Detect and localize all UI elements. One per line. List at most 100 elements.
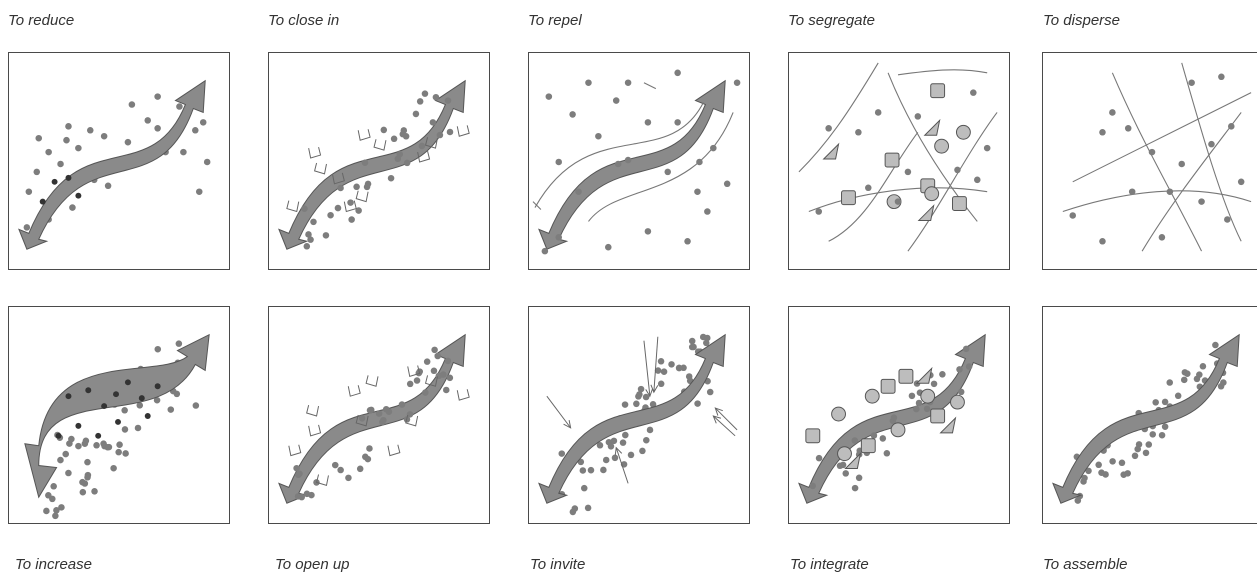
dot	[1224, 216, 1231, 223]
dot	[883, 449, 891, 457]
dot	[642, 393, 650, 401]
dot	[167, 406, 175, 413]
dot	[63, 136, 70, 144]
dot	[1174, 392, 1182, 400]
dot	[1220, 379, 1227, 386]
dot	[134, 424, 142, 432]
dot	[79, 488, 87, 496]
dot	[610, 437, 618, 445]
dot	[904, 168, 912, 176]
enclosure-bracket	[314, 162, 327, 175]
dot	[1074, 497, 1082, 504]
dot	[85, 387, 92, 394]
dot	[387, 174, 395, 182]
panel-disperse	[1042, 52, 1257, 270]
dot	[956, 366, 963, 373]
dot	[294, 493, 302, 500]
dot	[303, 242, 311, 250]
dot	[192, 402, 200, 409]
dot	[154, 345, 162, 353]
dot	[685, 373, 693, 380]
dot	[364, 455, 372, 463]
dot	[694, 188, 701, 195]
panel-invite	[528, 306, 750, 524]
invite-arrowhead	[714, 407, 723, 416]
dot	[398, 401, 406, 408]
dot	[1180, 376, 1188, 384]
dot	[173, 390, 181, 398]
dot	[1193, 375, 1201, 383]
dot	[308, 491, 315, 499]
dot	[1178, 160, 1186, 168]
dot	[851, 437, 859, 444]
dot	[412, 110, 420, 118]
dot	[58, 504, 65, 511]
dot	[649, 401, 657, 408]
dot	[307, 236, 314, 243]
circle-shape	[837, 446, 852, 462]
dot	[1128, 188, 1136, 195]
dot	[68, 435, 75, 443]
dot	[416, 98, 424, 105]
circle-shape	[950, 394, 965, 410]
dot	[361, 159, 369, 167]
edge-line	[1062, 190, 1252, 213]
dot	[983, 144, 991, 152]
dot	[293, 464, 300, 472]
dot	[914, 113, 922, 120]
dot	[646, 426, 654, 434]
dot	[296, 470, 303, 478]
dot	[825, 125, 832, 132]
dot	[654, 367, 662, 374]
dot	[62, 450, 69, 458]
enclosure-bracket	[424, 137, 438, 149]
invite-arrow	[653, 336, 659, 393]
panel-segregate	[788, 52, 1010, 270]
dot	[180, 148, 187, 156]
dot	[153, 396, 161, 404]
dot	[839, 461, 847, 469]
circle-shape	[831, 406, 846, 422]
dot	[23, 224, 31, 231]
dot	[436, 131, 444, 139]
dot	[639, 447, 646, 455]
dot	[908, 392, 916, 400]
dot	[815, 454, 823, 462]
dot	[1098, 469, 1105, 476]
dot	[199, 119, 207, 126]
dot	[1212, 341, 1219, 349]
dot	[124, 379, 131, 386]
dot	[913, 405, 920, 413]
diagram-close-in	[278, 79, 470, 250]
dot	[1199, 363, 1207, 370]
square-shape	[898, 368, 914, 384]
invite-arrow	[714, 407, 738, 431]
dot	[33, 168, 41, 176]
enclosure-bracket	[355, 414, 369, 427]
dot	[1161, 398, 1169, 406]
invite-arrow	[546, 395, 572, 429]
dot	[555, 158, 563, 166]
dot	[75, 422, 82, 429]
enclosure-bracket	[373, 139, 387, 151]
dot	[612, 97, 620, 104]
dot	[144, 117, 152, 124]
dot	[25, 188, 33, 195]
dot	[874, 109, 882, 116]
dot	[43, 507, 50, 515]
dot	[1099, 237, 1106, 245]
dot	[429, 119, 437, 126]
dot	[65, 123, 72, 130]
square-shape	[841, 190, 856, 206]
dot	[962, 345, 970, 353]
square-shape	[930, 408, 946, 424]
invite-arrowhead	[614, 446, 623, 456]
invite-arrow	[615, 447, 629, 484]
dot	[1198, 198, 1205, 205]
dot	[974, 176, 981, 184]
dot	[965, 363, 973, 370]
dot	[1161, 423, 1169, 430]
dot	[624, 156, 632, 164]
dot	[605, 243, 612, 251]
diagram-reduce	[18, 79, 211, 250]
